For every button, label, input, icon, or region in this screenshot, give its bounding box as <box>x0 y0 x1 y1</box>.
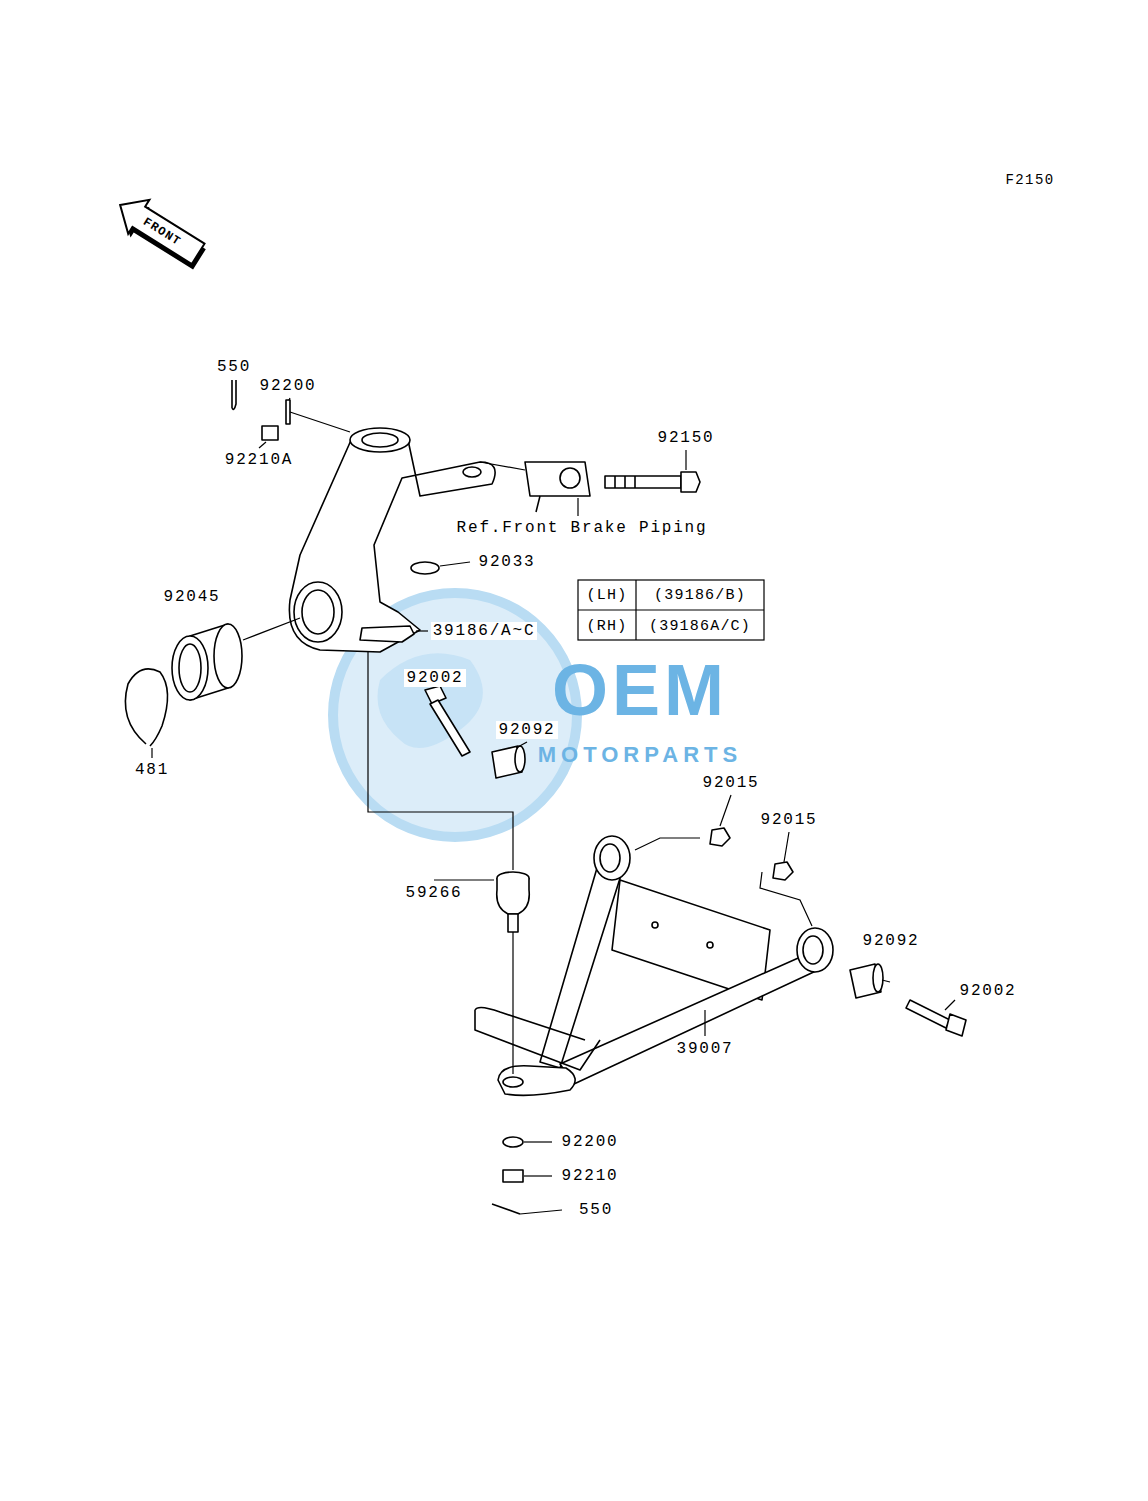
washer <box>503 1137 523 1147</box>
callout-number: 92002 <box>404 669 465 687</box>
washer <box>286 400 290 424</box>
callout-number: 92092 <box>496 721 557 739</box>
bolt <box>906 1000 950 1028</box>
callout-number: 92015 <box>758 811 819 829</box>
callout-number: 92210A <box>223 451 295 469</box>
knuckle-top <box>350 428 410 452</box>
front-arrow <box>108 188 212 274</box>
watermark-logo <box>333 593 577 837</box>
callout-number: 92015 <box>700 774 761 792</box>
nut <box>710 828 730 846</box>
o-ring <box>411 562 439 574</box>
variant-table <box>578 580 764 640</box>
callout-number: 92002 <box>957 982 1018 1000</box>
knuckle <box>289 438 495 652</box>
table-cell: (39186A/C) <box>647 618 753 635</box>
stabilizer-loop <box>475 1007 600 1070</box>
table-cell: (RH) <box>585 618 630 635</box>
callout-number: 92200 <box>559 1133 620 1151</box>
cotter-pin <box>492 1204 520 1214</box>
callout-number: 92210 <box>559 1167 620 1185</box>
callout-number: 481 <box>133 761 171 779</box>
callout-number: 92092 <box>860 932 921 950</box>
direction-label: FRONT <box>139 214 185 250</box>
castle-nut <box>262 426 278 440</box>
watermark: OEM <box>550 653 730 727</box>
callout-number: 39007 <box>674 1040 735 1058</box>
leader-lines <box>152 398 955 1214</box>
callout-number: 550 <box>577 1201 615 1219</box>
reference-note: Ref.Front Brake Piping <box>455 519 710 537</box>
bracket <box>360 626 414 642</box>
pivot <box>594 836 630 880</box>
callout-number: 92150 <box>655 429 716 447</box>
figure-code: F2150 <box>1003 172 1056 188</box>
circlip <box>125 669 167 746</box>
brake-clamp <box>525 462 590 496</box>
callout-number: 39186/A~C <box>431 622 538 640</box>
ball-socket <box>498 1066 575 1096</box>
callout-number: 59266 <box>403 884 464 902</box>
castle-nut <box>503 1170 523 1182</box>
cotter-pin <box>232 380 236 409</box>
callout-number: 550 <box>215 358 253 376</box>
bolt <box>605 476 681 488</box>
watermark: MOTORPARTS <box>536 743 744 767</box>
callout-number: 92045 <box>161 588 222 606</box>
callout-number: 92200 <box>257 377 318 395</box>
table-cell: (LH) <box>585 587 630 604</box>
table-cell: (39186/B) <box>652 587 748 604</box>
callout-number: 92033 <box>476 553 537 571</box>
